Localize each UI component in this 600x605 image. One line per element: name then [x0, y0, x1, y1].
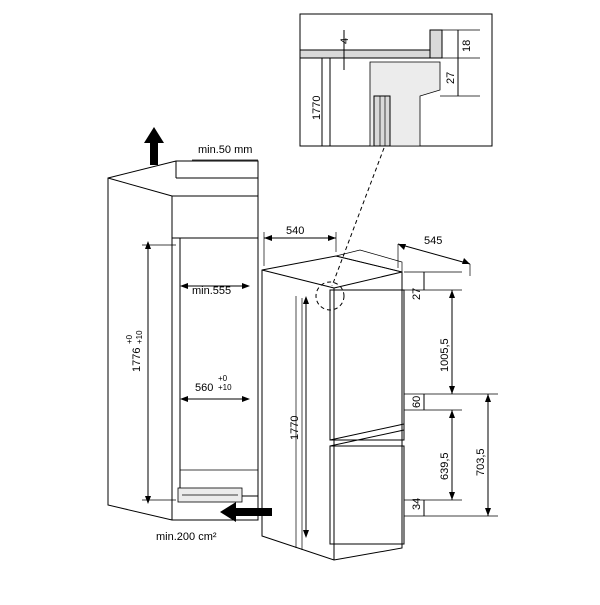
arrowhead-icon — [449, 492, 455, 500]
arrowhead-icon — [328, 235, 336, 241]
niche-opening — [179, 237, 259, 497]
appliance-top-right-edge — [333, 271, 403, 289]
min-gap-label: min.50 mm — [198, 144, 252, 156]
vent-area-label: min.200 cm² — [156, 531, 217, 543]
arrowhead-icon — [449, 410, 455, 418]
niche-height-label: 1776 — [131, 348, 143, 372]
arrowhead-icon — [180, 283, 188, 289]
niche-height-tol-top: +0 — [125, 334, 134, 344]
top-offset-label: 27 — [411, 288, 423, 300]
width-label: 540 — [286, 225, 304, 237]
detail-4-label: 4 — [339, 38, 351, 44]
appliance-top-cover — [335, 249, 403, 273]
detail-top-block — [429, 29, 443, 59]
appliance-upper-door — [329, 289, 405, 441]
niche-height-tol-bottom: +10 — [135, 330, 144, 344]
arrowhead-icon — [264, 235, 272, 241]
cabinet-front-top-edge — [107, 177, 173, 197]
height-label: 1770 — [289, 416, 301, 440]
upper-door-label: 1005,5 — [439, 338, 451, 372]
arrowhead-icon — [145, 496, 151, 504]
door-gap-label: 60 — [411, 396, 423, 408]
niche-width-tol-top: +0 — [218, 374, 228, 383]
arrowhead-icon — [485, 394, 491, 402]
arrowhead-icon — [449, 290, 455, 298]
arrowhead-icon — [180, 396, 188, 402]
detail-top-plate — [299, 49, 431, 59]
detail-leader-line — [331, 147, 385, 287]
appliance-top-front-edge — [261, 269, 335, 289]
arrowhead-icon — [449, 386, 455, 394]
niche-width-label: 560 — [195, 382, 213, 394]
appliance-lower-door — [329, 445, 405, 545]
arrowhead-icon — [462, 258, 470, 264]
niche-cabinet: min.50 mm min.555 560 +0 +10 1776 +0 +10… — [107, 127, 272, 543]
detail-inset: 18 27 4 1770 — [299, 13, 493, 147]
appliance-outline — [261, 255, 403, 561]
min-width-label: min.555 — [192, 285, 231, 297]
arrowhead-icon — [242, 283, 250, 289]
door-gap-edge — [329, 429, 405, 447]
detail-hinge — [373, 95, 391, 147]
depth-dim-line — [397, 243, 471, 265]
detail-18-label: 18 — [461, 40, 473, 52]
lower-door-label: 639,5 — [439, 452, 451, 480]
up-arrow-icon — [144, 127, 164, 165]
cabinet-top-shelf — [171, 195, 259, 239]
arrowhead-icon — [398, 244, 406, 250]
door-gap-edge — [329, 423, 405, 441]
arrowhead-icon — [145, 241, 151, 249]
bottom-offset-label: 34 — [411, 498, 423, 510]
arrowhead-icon — [242, 396, 250, 402]
left-arrow-icon — [220, 502, 272, 522]
detail-height-label: 1770 — [311, 96, 323, 120]
depth-label: 545 — [424, 235, 442, 247]
arrowhead-icon — [485, 508, 491, 516]
niche-width-tol-bottom: +10 — [218, 383, 232, 392]
appliance: 540 545 1770 27 1005,5 60 6 — [261, 225, 498, 561]
arrowhead-icon — [303, 530, 309, 538]
niche-height-text-group: 1776 +0 +10 — [125, 330, 144, 372]
arrowhead-icon — [303, 296, 309, 304]
lower-section-label: 703,5 — [475, 448, 487, 476]
detail-27-label: 27 — [445, 72, 457, 84]
